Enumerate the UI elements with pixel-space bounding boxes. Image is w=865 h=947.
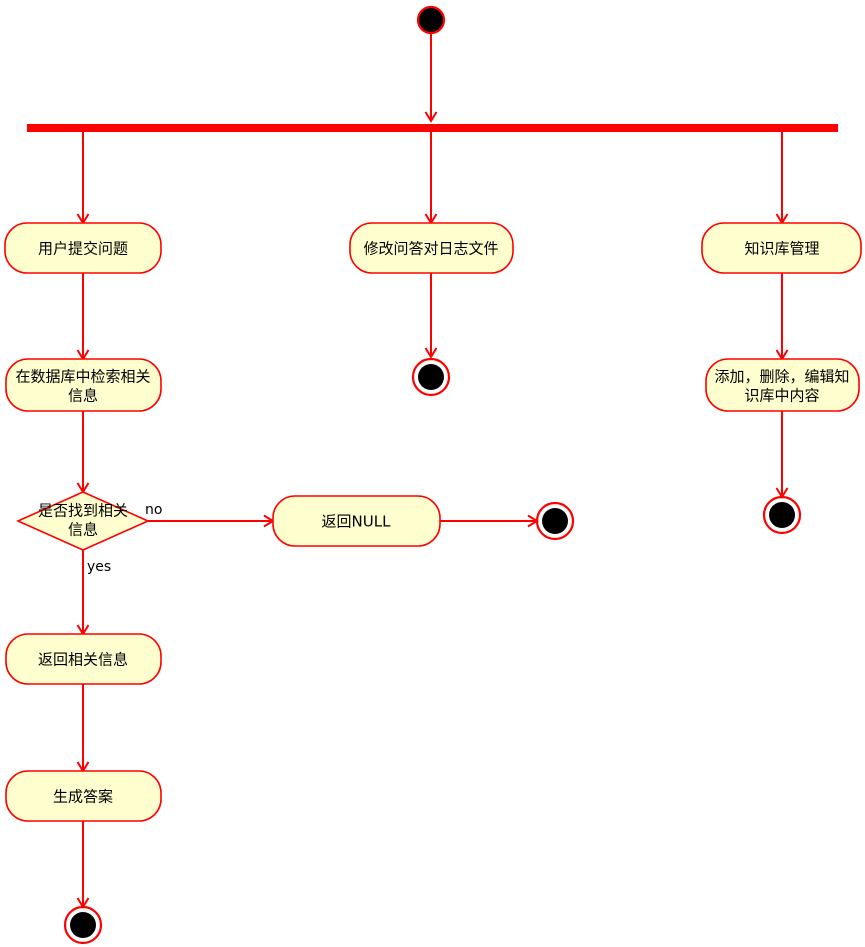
edge-label-no: no (145, 502, 162, 518)
decision-label-line1: 是否找到相关 (38, 502, 128, 520)
activity-modify-qa-log-label: 修改问答对日志文件 (363, 240, 498, 258)
end-node-null-branch[interactable] (535, 501, 575, 541)
activity-generate-answer-label: 生成答案 (53, 788, 113, 806)
edge-return-info-to-generate-answer (76, 684, 90, 773)
activity-user-submit-question-label: 用户提交问题 (38, 240, 128, 258)
activity-kb-edit-content-label-line1: 添加，删除，编辑知 (714, 368, 849, 386)
activity-kb-management[interactable]: 知识库管理 (701, 222, 862, 274)
end-node-kb-branch[interactable] (762, 495, 802, 535)
decision-found-related-info[interactable]: 是否找到相关 信息 (16, 491, 150, 551)
edge-kb-edit-to-end (775, 411, 789, 499)
activity-return-related-info[interactable]: 返回相关信息 (5, 633, 162, 685)
activity-generate-answer[interactable]: 生成答案 (5, 770, 162, 822)
edge-decision-no-to-return-null: no (145, 502, 275, 528)
activity-kb-management-label: 知识库管理 (744, 240, 819, 258)
edge-label-yes: yes (87, 559, 111, 575)
edge-fork-to-modify-qa-log (424, 132, 438, 225)
start-node[interactable] (416, 5, 446, 35)
edge-generate-answer-to-end (76, 821, 90, 909)
activity-user-submit-question[interactable]: 用户提交问题 (4, 222, 162, 274)
fork-bar (27, 124, 838, 132)
activity-return-related-info-label: 返回相关信息 (38, 651, 128, 669)
edge-user-submit-to-search-db (76, 273, 90, 361)
edge-start-to-fork (424, 33, 438, 123)
end-node-main-branch[interactable] (63, 905, 103, 945)
activity-return-null[interactable]: 返回NULL (272, 495, 441, 547)
edge-return-null-to-end (440, 514, 539, 528)
end-node-middle-branch[interactable] (411, 357, 451, 397)
edge-kb-management-to-kb-edit (775, 273, 789, 361)
activity-search-database-label-line2: 信息 (68, 387, 98, 405)
activity-kb-edit-content[interactable]: 添加，删除，编辑知 识库中内容 (705, 358, 860, 412)
activity-return-null-label: 返回NULL (322, 513, 392, 531)
activity-kb-edit-content-label-line2: 识库中内容 (744, 387, 819, 405)
edge-search-db-to-decision (76, 411, 90, 494)
activity-search-database[interactable]: 在数据库中检索相关 信息 (5, 358, 162, 412)
edge-fork-to-kb-management (775, 132, 789, 225)
decision-label-line2: 信息 (68, 521, 98, 539)
edge-fork-to-user-submit (76, 132, 90, 225)
edge-modify-qa-log-to-end (424, 273, 438, 359)
activity-modify-qa-log[interactable]: 修改问答对日志文件 (349, 222, 514, 274)
edge-decision-yes-to-return-info: yes (76, 550, 111, 636)
activity-search-database-label-line1: 在数据库中检索相关 (15, 368, 150, 386)
